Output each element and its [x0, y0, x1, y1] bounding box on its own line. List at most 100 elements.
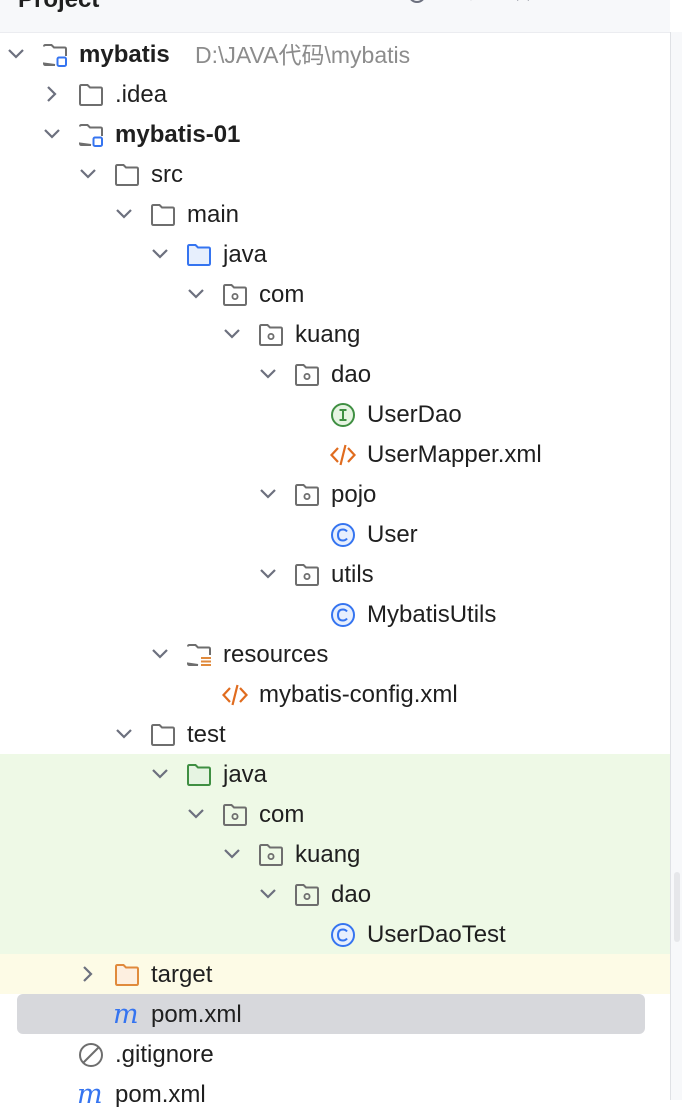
tree-item-label: mybatis-config.xml [259, 681, 458, 708]
tree-item-label: pojo [331, 481, 377, 508]
tree-item-label: resources [223, 641, 329, 668]
tree-item-label: com [259, 801, 305, 828]
package-icon [295, 364, 319, 386]
tree-item-label: java [223, 241, 268, 268]
tree-item-label: kuang [295, 841, 361, 868]
chevron-down-icon[interactable] [150, 244, 170, 264]
tree-row[interactable]: mybatis-01 [0, 114, 670, 154]
svg-text:m: m [78, 1082, 103, 1108]
tree-row[interactable]: dao [0, 354, 670, 394]
tree-item-label: main [187, 201, 240, 228]
tree-item-label: mybatis-01 [115, 121, 241, 148]
package-icon [259, 844, 283, 866]
tree-row[interactable]: com [0, 794, 670, 834]
class-icon [331, 523, 355, 547]
scrollbar-thumb[interactable] [674, 872, 680, 942]
package-icon [295, 484, 319, 506]
package-icon [223, 804, 247, 826]
tree-row[interactable]: test [0, 714, 670, 754]
chevron-down-icon[interactable] [150, 644, 170, 664]
chevron-down-icon[interactable] [186, 804, 206, 824]
svg-text:m: m [114, 1002, 139, 1028]
chevron-right-icon[interactable] [42, 84, 62, 104]
tree-item-label: com [259, 281, 305, 308]
tree-item-label: MybatisUtils [367, 601, 497, 628]
tree-item-label: java [223, 761, 268, 788]
tree-row[interactable]: kuang [0, 314, 670, 354]
chevron-down-icon[interactable] [6, 44, 26, 64]
tree-item-label: kuang [295, 321, 361, 348]
chevron-down-icon[interactable] [150, 764, 170, 784]
tree-item-label: mybatis [79, 41, 170, 68]
chevron-down-icon[interactable] [258, 484, 278, 504]
tree-row[interactable]: dao [0, 874, 670, 914]
tree-row[interactable]: UserDaoTest [0, 914, 670, 954]
chevron-down-icon[interactable] [78, 164, 98, 184]
tree-row[interactable]: UserMapper.xml [0, 434, 670, 474]
folder-icon [151, 724, 175, 746]
tree-row[interactable]: src [0, 154, 670, 194]
tree-row[interactable]: main [0, 194, 670, 234]
tree-item-label: utils [331, 561, 374, 588]
chevron-down-icon[interactable] [114, 204, 134, 224]
maven-icon: m [114, 1002, 139, 1028]
tree-row[interactable]: mybatis D:\JAVA代码\mybatis [0, 34, 670, 74]
tree-item-label: UserDao [367, 401, 462, 428]
tree-row[interactable]: java [0, 754, 670, 794]
module-folder-icon [42, 44, 67, 67]
more-options-icon[interactable] [564, 0, 586, 8]
package-icon [259, 324, 283, 346]
class-icon [331, 603, 355, 627]
package-icon [295, 564, 319, 586]
chevron-down-icon[interactable] [258, 884, 278, 904]
tree-row[interactable]: .idea [0, 74, 670, 114]
project-panel-header: Project [0, 0, 670, 33]
chevron-down-icon[interactable] [460, 0, 482, 8]
tree-row[interactable]: pojo [0, 474, 670, 514]
chevron-down-icon[interactable] [222, 844, 242, 864]
module-folder-icon [78, 124, 103, 147]
project-path: D:\JAVA代码\mybatis [195, 42, 411, 68]
project-tree: mybatis D:\JAVA代码\mybatis .idea mybatis-01 s… [0, 34, 670, 1108]
folder-icon [115, 164, 139, 186]
tree-item-label: dao [331, 881, 372, 908]
tree-row[interactable]: resources [0, 634, 670, 674]
vertical-scrollbar[interactable] [670, 32, 682, 1100]
chevron-down-icon[interactable] [186, 284, 206, 304]
tree-row[interactable]: m pom.xml [17, 994, 645, 1034]
package-icon [223, 284, 247, 306]
chevron-right-icon[interactable] [78, 964, 98, 984]
xml-file-icon [222, 684, 248, 706]
tree-row[interactable]: kuang [0, 834, 670, 874]
tree-row[interactable]: User [0, 514, 670, 554]
tree-item-label: .gitignore [115, 1041, 214, 1068]
chevron-down-icon[interactable] [114, 724, 134, 744]
tree-row[interactable]: utils [0, 554, 670, 594]
tree-row[interactable]: target [0, 954, 670, 994]
tree-item-label: test [187, 721, 226, 748]
chevron-down-icon[interactable] [222, 324, 242, 344]
tree-item-label: pom.xml [151, 1001, 242, 1028]
tree-row[interactable]: MybatisUtils [0, 594, 670, 634]
chevron-down-icon[interactable] [258, 564, 278, 584]
package-icon [295, 884, 319, 906]
tree-row[interactable]: java [0, 234, 670, 274]
xml-file-icon [330, 444, 356, 466]
tree-row[interactable]: mybatis-config.xml [0, 674, 670, 714]
tree-row[interactable]: UserDao [0, 394, 670, 434]
interface-icon [331, 403, 355, 427]
panel-title: Project [18, 0, 99, 14]
chevron-down-icon[interactable] [42, 124, 62, 144]
tree-row[interactable]: .gitignore [0, 1034, 670, 1074]
tree-item-label: .idea [115, 81, 168, 108]
chevron-down-icon[interactable] [258, 364, 278, 384]
tree-row[interactable]: com [0, 274, 670, 314]
tree-item-label: UserDaoTest [367, 921, 506, 948]
maven-icon: m [78, 1082, 103, 1108]
source-folder-icon [187, 244, 211, 266]
class-icon [331, 923, 355, 947]
locate-icon[interactable] [406, 0, 428, 8]
tree-item-label: src [151, 161, 183, 188]
close-icon[interactable] [512, 0, 534, 8]
